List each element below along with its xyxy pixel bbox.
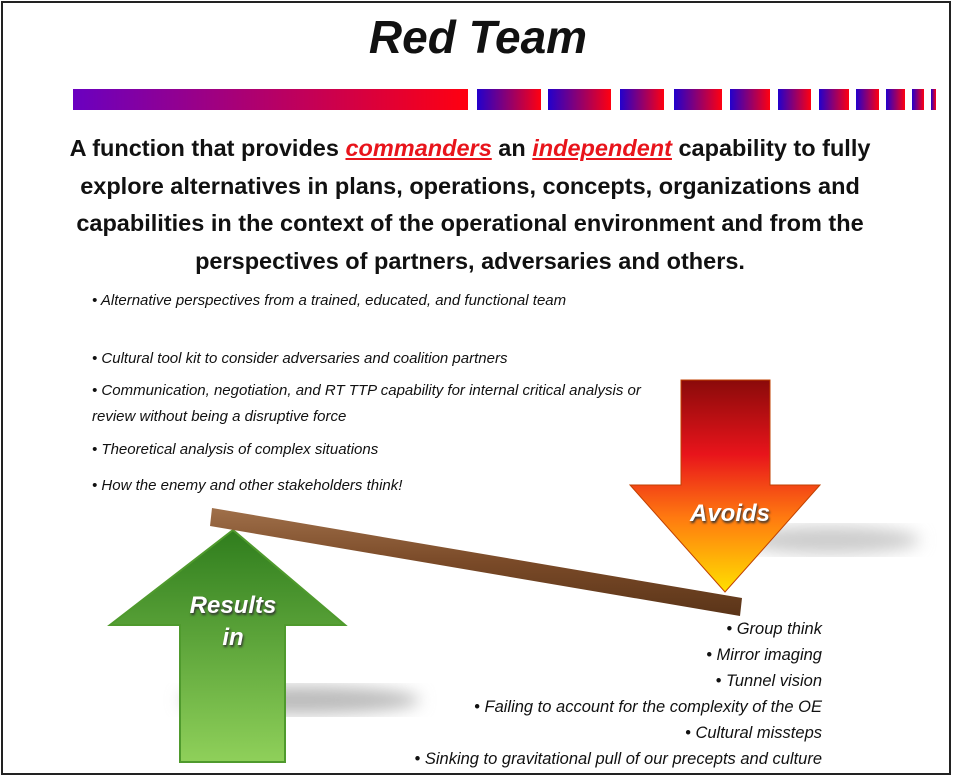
gradient-bar-segment bbox=[778, 89, 811, 110]
capability-item: • Alternative perspectives from a traine… bbox=[92, 292, 567, 309]
gradient-bar-segment bbox=[912, 89, 924, 110]
results-label-line1: Results bbox=[189, 592, 277, 619]
gradient-bar-segment bbox=[856, 89, 879, 110]
avoids-label: Avoids bbox=[689, 500, 770, 527]
red-team-definition: A function that provides commanders an i… bbox=[30, 130, 910, 280]
gradient-bar-segment bbox=[620, 89, 664, 110]
gradient-bar-segment bbox=[931, 89, 936, 110]
avoids-down-arrow bbox=[628, 379, 822, 593]
avoids-item: • Group think bbox=[726, 620, 822, 638]
seesaw-plank bbox=[210, 508, 742, 616]
capability-item: • Theoretical analysis of complex situat… bbox=[92, 441, 379, 458]
red-arrow-shadow bbox=[740, 526, 920, 554]
intro-text: A function that provides bbox=[69, 135, 346, 161]
avoids-item: • Failing to account for the complexity … bbox=[474, 698, 822, 716]
slide-title: Red Team bbox=[368, 11, 588, 63]
avoids-item: • Mirror imaging bbox=[706, 646, 822, 664]
gradient-bar-segment bbox=[477, 89, 541, 110]
gradient-bar-segment bbox=[819, 89, 849, 110]
avoids-item: • Sinking to gravitational pull of our p… bbox=[414, 750, 822, 768]
avoids-item: • Cultural missteps bbox=[685, 724, 822, 742]
gradient-bar-main bbox=[73, 89, 468, 110]
capability-item: • Communication, negotiation, and RT TTP… bbox=[92, 382, 641, 425]
capability-item: • How the enemy and other stakeholders t… bbox=[92, 477, 403, 494]
highlight-commanders: commanders bbox=[345, 135, 492, 161]
results-label-line2: in bbox=[222, 624, 244, 651]
results-in-label: Results in bbox=[163, 590, 303, 654]
avoids-item: • Tunnel vision bbox=[715, 672, 822, 690]
gradient-bar-segment bbox=[548, 89, 611, 110]
gradient-bar-segment bbox=[730, 89, 770, 110]
intro-text: an bbox=[491, 135, 533, 161]
capability-item: • Cultural tool kit to consider adversar… bbox=[92, 350, 508, 367]
intro-text: capability to fully explore alternatives… bbox=[76, 135, 871, 274]
highlight-independent: independent bbox=[532, 135, 672, 161]
gradient-bar-segment bbox=[674, 89, 722, 110]
results-up-arrow bbox=[107, 528, 348, 763]
gradient-bar-segment bbox=[886, 89, 905, 110]
